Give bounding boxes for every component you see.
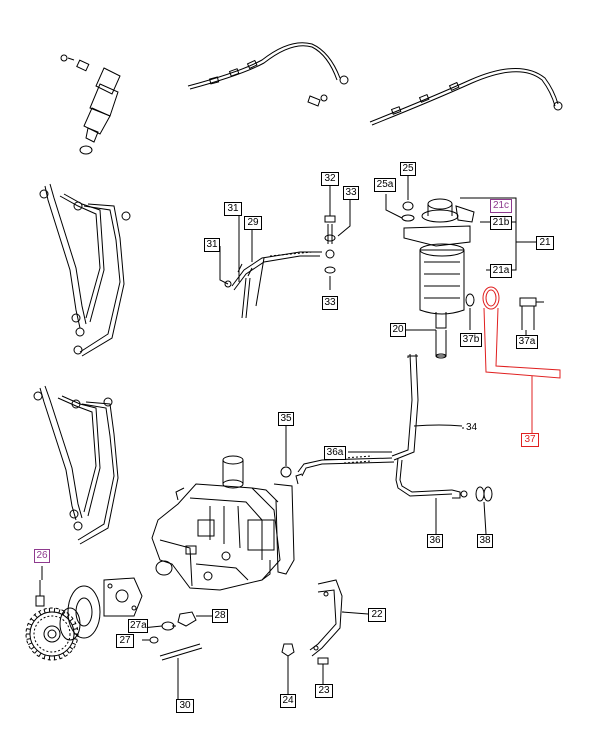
callout-22[interactable]: 22 <box>368 608 386 622</box>
gear-tooth <box>69 646 74 650</box>
callout-31-lower[interactable]: 31 <box>204 238 220 252</box>
gear-tooth <box>26 638 31 640</box>
callout-21a[interactable]: 21a <box>490 264 512 278</box>
gear-tooth <box>26 628 31 630</box>
callout-33-lower[interactable]: 33 <box>322 296 338 310</box>
callout-37a[interactable]: 37a <box>516 335 538 349</box>
callout-20[interactable]: 20 <box>390 323 406 337</box>
gear-tooth <box>27 622 33 626</box>
callout-37[interactable]: 37 <box>521 433 539 447</box>
callout-35[interactable]: 35 <box>278 412 294 426</box>
callout-38[interactable]: 38 <box>477 534 493 548</box>
gear-tooth <box>30 618 35 622</box>
hose-37-drawing <box>482 286 561 434</box>
callout-32[interactable]: 32 <box>321 172 339 186</box>
bracket-22-drawing <box>309 579 369 684</box>
callout-37b[interactable]: 37b <box>460 333 482 347</box>
leak-off-line-upper-drawing <box>187 42 349 107</box>
injection-pipes-lower-drawing <box>33 385 119 545</box>
nuts-washers-drawing <box>142 611 212 700</box>
gear-tooth <box>73 638 78 640</box>
return-pipe-drawing <box>224 215 336 319</box>
callout-25[interactable]: 25 <box>400 162 416 176</box>
gear-tooth <box>73 628 78 630</box>
callout-21b[interactable]: 21b <box>490 216 512 230</box>
gear-tooth <box>62 652 66 657</box>
gear-tooth <box>43 609 46 614</box>
injector-drawing <box>60 54 121 155</box>
fuel-filter-drawing <box>401 198 475 359</box>
callout-36a[interactable]: 36a <box>324 446 346 460</box>
gear-tooth <box>34 614 38 619</box>
gear-tooth <box>38 652 42 657</box>
gear-tooth <box>34 649 38 654</box>
callout-29[interactable]: 29 <box>244 216 262 230</box>
o-rings-38-drawing <box>475 486 493 535</box>
label-34[interactable]: 34 <box>466 422 478 433</box>
gear-tooth <box>58 654 61 659</box>
gear-tooth <box>71 642 77 646</box>
gear-outline <box>25 607 79 661</box>
callout-24[interactable]: 24 <box>280 694 296 708</box>
drive-gear-drawing <box>29 577 143 657</box>
injection-pump-drawing <box>151 455 281 591</box>
callout-27a[interactable]: 27a <box>128 619 148 633</box>
injection-pipes-upper-drawing <box>39 183 131 357</box>
gear-tooth <box>43 654 46 659</box>
gear-tooth <box>58 609 61 614</box>
callout-21c[interactable]: 21c <box>490 199 512 213</box>
gear-tooth <box>66 649 70 654</box>
callout-28[interactable]: 28 <box>212 609 228 623</box>
bracket-35-drawing <box>273 420 295 575</box>
callout-21[interactable]: 21 <box>536 236 554 250</box>
fuel-line-34-drawing <box>295 353 468 499</box>
gear-tooth <box>66 614 70 619</box>
bolt-37b-drawing <box>519 297 544 330</box>
callout-25a[interactable]: 25a <box>374 178 396 192</box>
callout-23[interactable]: 23 <box>315 684 333 698</box>
leak-off-line-lower-drawing <box>369 68 563 126</box>
gear-tooth <box>30 646 35 650</box>
callout-30[interactable]: 30 <box>176 699 194 713</box>
gear-teeth <box>25 607 79 661</box>
callout-31-upper[interactable]: 31 <box>224 202 242 216</box>
gear-tooth <box>62 611 66 616</box>
nut-24-drawing <box>281 643 295 694</box>
leader-lines <box>41 176 527 629</box>
callout-26[interactable]: 26 <box>34 549 50 563</box>
callout-36[interactable]: 36 <box>427 534 443 548</box>
callout-33-upper[interactable]: 33 <box>343 186 359 200</box>
gear-tooth <box>27 642 33 646</box>
gear-tooth <box>69 618 74 622</box>
callout-27[interactable]: 27 <box>116 634 134 648</box>
gear-tooth <box>71 622 77 626</box>
gear-tooth <box>38 611 42 616</box>
